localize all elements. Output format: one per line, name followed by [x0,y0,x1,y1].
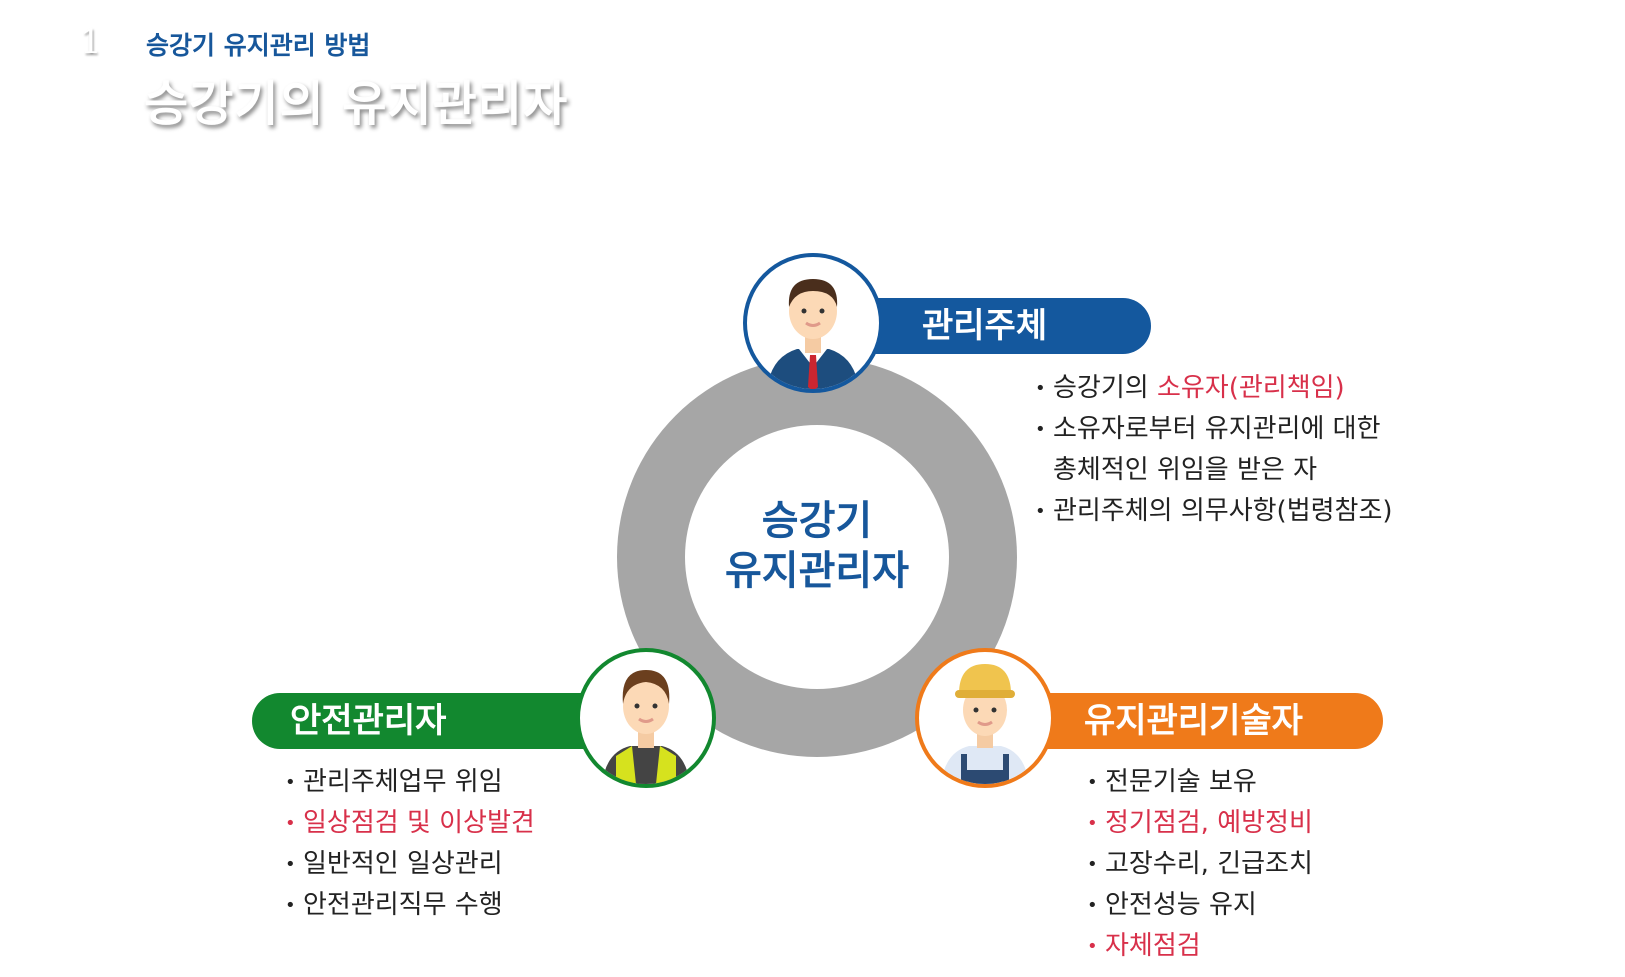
item-highlight: 소유자(관리책임) [1156,373,1345,403]
safety-vest-worker-icon [576,648,716,788]
center-label-line1: 승강기 [761,498,873,544]
list-item: 안전관리직무 수행 [285,885,535,926]
section-subtitle: 승강기 유지관리 방법 [146,31,371,60]
list-item: 전문기술 보유 [1087,762,1313,803]
item-text: 관리주체의 의무사항(법령참조) [1053,496,1393,526]
list-item: 관리주체의 의무사항(법령참조) [1035,491,1393,532]
item-text-line2: 총체적인 위임을 받은 자 [1053,455,1317,485]
ring-center [685,425,949,689]
list-item: 일상점검 및 이상발견 [285,803,535,844]
list-item: 정기점검, 예방정비 [1087,803,1313,844]
list-item: 자체점검 [1087,926,1313,967]
item-text: 소유자로부터 유지관리에 대한 [1053,414,1381,444]
center-label: 승강기 유지관리자 [685,496,949,596]
page-title: 승강기의 유지관리자 [144,76,569,132]
businessman-icon [743,253,883,393]
item-text: 승강기의 [1053,373,1157,403]
technician-duties-list: 전문기술 보유 정기점검, 예방정비 고장수리, 긴급조치 안전성능 유지 자체… [1087,762,1313,967]
hardhat-worker-icon [915,648,1055,788]
list-item: 안전성능 유지 [1087,885,1313,926]
list-item: 관리주체업무 위임 [285,762,535,803]
list-item: 승강기의 소유자(관리책임) [1035,368,1393,409]
center-label-line2: 유지관리자 [725,548,909,594]
list-item: 고장수리, 긴급조치 [1087,844,1313,885]
role-label-owner: 관리주체 [840,298,1151,354]
section-number: 1 [80,22,102,62]
list-item: 일반적인 일상관리 [285,844,535,885]
safety-manager-duties-list: 관리주체업무 위임 일상점검 및 이상발견 일반적인 일상관리 안전관리직무 수… [285,762,535,926]
